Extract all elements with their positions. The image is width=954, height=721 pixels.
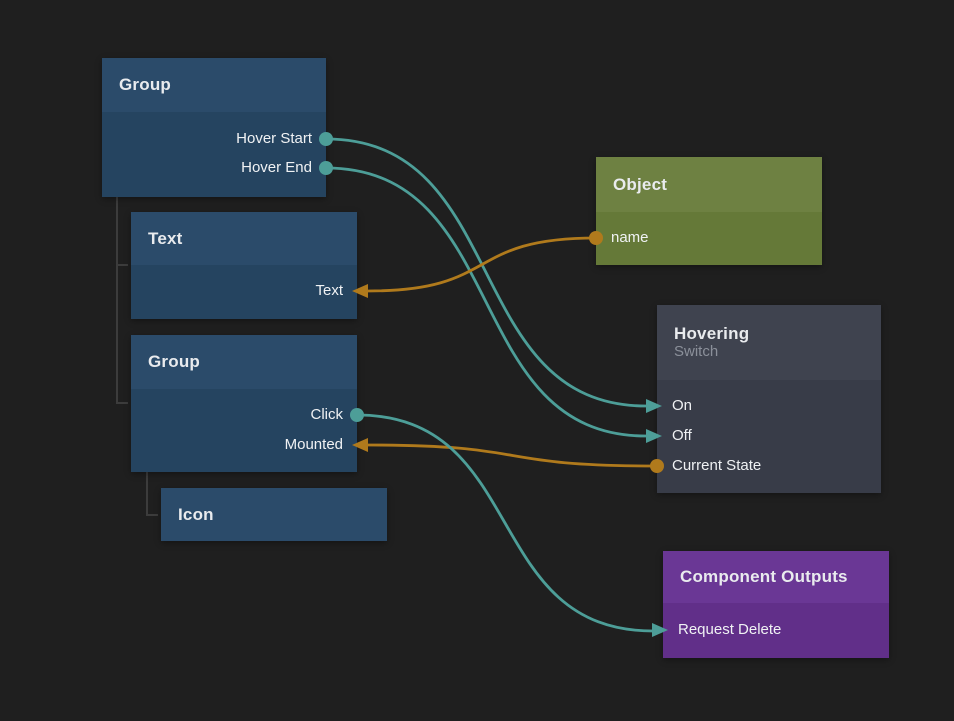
port-hover-end[interactable]: Hover End [241,159,312,176]
node-header[interactable]: Icon [161,488,387,541]
node-title: Text [148,228,183,248]
node-header[interactable]: Group [131,335,357,389]
wire-current-state-to-mounted[interactable] [367,443,658,468]
node-title: Component Outputs [680,567,848,587]
node-header[interactable]: Text [131,212,357,265]
tree-connector [146,472,158,516]
wire-name-to-text[interactable] [367,236,597,293]
port-click[interactable]: Click [310,406,344,423]
port-mounted[interactable]: Mounted [284,436,343,453]
port-on[interactable]: On [672,397,693,414]
wire-click-to-request-delete[interactable] [356,413,654,633]
node-header[interactable]: Object [596,157,822,212]
port-off[interactable]: Off [672,427,692,444]
tree-connector [116,197,128,266]
node-title: Group [119,75,171,95]
node-subtitle: Switch [674,343,719,361]
port-name[interactable]: name [611,229,649,246]
node-title: Group [148,352,200,372]
node-title: Object [613,174,668,194]
port-current-state[interactable]: Current State [672,457,762,474]
port-hover-start[interactable]: Hover Start [236,130,312,147]
node-icon-1[interactable]: Icon [161,488,387,541]
node-title: Hovering [674,323,750,343]
tree-connector [116,265,128,404]
node-header[interactable]: Group [102,58,326,112]
node-object-1[interactable]: Object name [596,157,822,265]
port-request-delete[interactable]: Request Delete [678,621,782,638]
node-header[interactable]: Component Outputs [663,551,889,603]
port-text[interactable]: Text [315,282,343,299]
node-title: Icon [178,504,214,524]
